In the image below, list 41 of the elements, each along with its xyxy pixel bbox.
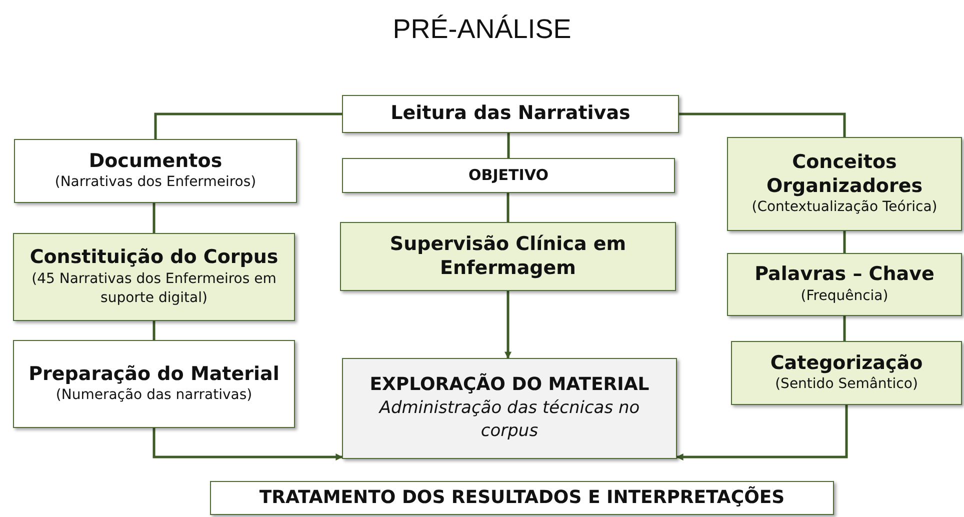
connector-line bbox=[507, 133, 510, 158]
diagram-title: PRÉ-ANÁLISE bbox=[392, 14, 572, 44]
box-description: Administração das técnicas no corpus bbox=[378, 396, 641, 443]
box-description: (Numeração das narrativas) bbox=[56, 386, 252, 406]
box-heading: Categorização bbox=[770, 352, 923, 376]
connector-line bbox=[843, 231, 846, 253]
highlighted-box bbox=[13, 233, 295, 321]
box-heading: Supervisão Clínica em Enfermagem bbox=[388, 232, 628, 280]
box-description: (Narrativas dos Enfermeiros) bbox=[54, 173, 256, 192]
arrow bbox=[504, 291, 512, 359]
highlighted-box bbox=[727, 137, 962, 231]
connector-line bbox=[843, 316, 846, 341]
box-heading: TRATAMENTO DOS RESULTADOS E INTERPRETAÇÕES bbox=[259, 486, 785, 510]
highlighted-box bbox=[340, 222, 676, 291]
box-heading: Palavras – Chave bbox=[754, 263, 934, 287]
box-heading: Leitura das Narrativas bbox=[390, 102, 630, 126]
process-box bbox=[13, 340, 295, 428]
box-heading: OBJETIVO bbox=[468, 166, 548, 185]
process-box bbox=[342, 95, 679, 133]
arrow bbox=[152, 428, 343, 460]
box-description: (Sentido Semântico) bbox=[775, 375, 918, 394]
connector-line bbox=[679, 112, 846, 137]
connector-line bbox=[152, 203, 156, 233]
highlighted-box bbox=[727, 253, 962, 316]
highlighted-box bbox=[731, 341, 962, 405]
box-description: (Contextualização Teórica) bbox=[752, 198, 938, 218]
process-box bbox=[14, 139, 297, 203]
box-heading: Documentos bbox=[88, 150, 222, 174]
connector-line bbox=[154, 112, 342, 139]
connector-line bbox=[506, 193, 510, 222]
box-heading: EXPLORAÇÃO DO MATERIAL bbox=[370, 374, 650, 397]
process-box bbox=[210, 481, 834, 515]
box-heading: Preparação do Material bbox=[28, 362, 280, 386]
process-box bbox=[342, 358, 677, 459]
process-box bbox=[342, 158, 675, 193]
box-description: (45 Narrativas dos Enfermeiros em suporte digital) bbox=[30, 270, 278, 308]
box-heading: Conceitos Organizadores bbox=[765, 150, 924, 198]
connector-line bbox=[152, 321, 156, 340]
box-heading: Constituição do Corpus bbox=[30, 246, 278, 270]
arrow bbox=[676, 405, 848, 460]
box-description: (Frequência) bbox=[800, 286, 888, 306]
